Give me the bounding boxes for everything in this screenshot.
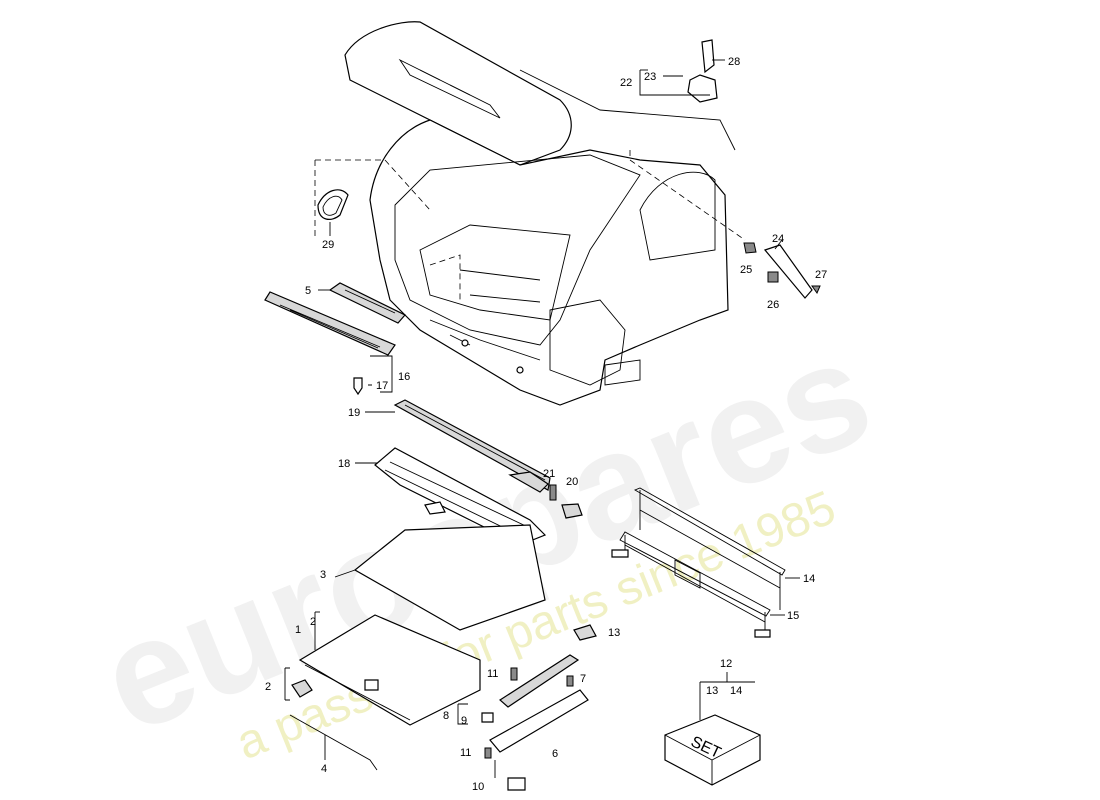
- callout-7: 7: [580, 673, 586, 685]
- callout-10: 10: [472, 781, 484, 793]
- callout-2-b: 2: [265, 681, 271, 693]
- callout-9: 9: [461, 715, 467, 727]
- callout-29: 29: [322, 239, 334, 251]
- callout-3: 3: [320, 569, 326, 581]
- callout-6: 6: [552, 748, 558, 760]
- parts-1-3-floor: [284, 524, 546, 726]
- part-5-sill-plate: [264, 282, 406, 396]
- parts-6-11-rail: [457, 654, 589, 791]
- callout-2-a: 2: [310, 616, 316, 628]
- callout-13-b: 13: [706, 685, 718, 697]
- callout-1: 1: [295, 624, 301, 636]
- callout-19: 19: [348, 407, 360, 419]
- callout-14-b: 14: [730, 685, 742, 697]
- callout-12: 12: [720, 658, 732, 670]
- callout-17: 17: [376, 380, 388, 392]
- callout-22: 22: [620, 77, 632, 89]
- callout-15: 15: [787, 610, 799, 622]
- callout-20: 20: [566, 476, 578, 488]
- callout-5: 5: [305, 285, 311, 297]
- parts-14-15-divider: [611, 487, 800, 638]
- callout-25: 25: [740, 264, 752, 276]
- part-29-seal: [317, 189, 349, 236]
- callout-24: 24: [772, 233, 784, 245]
- callout-13-a: 13: [608, 627, 620, 639]
- callout-27: 27: [815, 269, 827, 281]
- callout-14-a: 14: [803, 573, 815, 585]
- callout-11-a: 11: [487, 668, 498, 680]
- callout-16: 16: [398, 371, 410, 383]
- part-4-rod: [289, 714, 378, 771]
- parts-22-28-brackets: [639, 39, 821, 299]
- callouts: 1 2 2 3 4 5 6 7 8 9 10 11 11 12 13 13 14…: [265, 56, 827, 793]
- callout-21: 21: [543, 468, 555, 480]
- callout-23: 23: [644, 71, 656, 83]
- callout-8: 8: [443, 710, 449, 722]
- part-13-clip: [573, 624, 597, 641]
- set-12-group: [664, 672, 761, 786]
- parts-18-19-cover: [355, 399, 583, 546]
- vehicle-rear-body: [314, 21, 746, 406]
- callout-28: 28: [728, 56, 740, 68]
- callout-18: 18: [338, 458, 350, 470]
- callout-4: 4: [321, 763, 327, 775]
- callout-11-b: 11: [460, 747, 471, 759]
- callout-26: 26: [767, 299, 779, 311]
